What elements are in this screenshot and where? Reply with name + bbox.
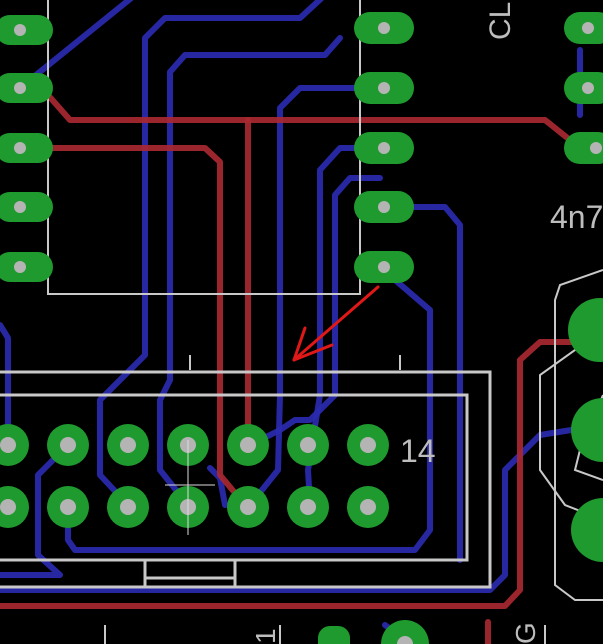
component-pad[interactable]	[564, 132, 603, 164]
header-outer-outline	[0, 370, 492, 589]
crosshair-cursor	[165, 440, 215, 535]
header-pads	[0, 424, 389, 528]
trace-bottom	[257, 175, 383, 443]
ic-pad-left[interactable]	[0, 133, 53, 163]
trace-bottom	[97, 0, 324, 508]
trace-top	[17, 85, 583, 151]
ic-pad-left[interactable]	[0, 15, 53, 45]
component-outline	[539, 329, 603, 521]
component-pad[interactable]	[564, 12, 603, 44]
component-ref-label-bottom: G	[510, 622, 541, 644]
component-outline	[554, 269, 603, 601]
header-pad[interactable]	[287, 424, 329, 466]
trace-bottom	[0, 322, 11, 448]
component-pad-large[interactable]	[571, 398, 603, 462]
component-value-label: 4n7	[550, 199, 603, 235]
header-inner-outline	[0, 393, 469, 562]
trace-bottom	[17, 0, 134, 91]
pin-one-label: 1	[250, 628, 281, 644]
ic-pad-left[interactable]	[0, 252, 53, 282]
component-ref-label: CL	[484, 2, 517, 40]
right-component-pads	[564, 12, 603, 562]
header-pad[interactable]	[47, 424, 89, 466]
trace-bottom	[247, 85, 383, 508]
header-pad[interactable]	[47, 486, 89, 528]
ic-pad-right[interactable]	[354, 251, 414, 283]
header-pad[interactable]	[0, 424, 29, 466]
header-pad[interactable]	[287, 486, 329, 528]
component-pad-large[interactable]	[568, 298, 603, 362]
trace-bottom	[0, 442, 71, 578]
bottom-pad[interactable]	[381, 620, 429, 644]
ic-pad-right[interactable]	[354, 72, 414, 104]
ic-pad-right[interactable]	[354, 191, 414, 223]
bottom-partial-pads	[318, 620, 429, 644]
header-pad[interactable]	[0, 486, 29, 528]
annotation-arrow	[292, 285, 380, 362]
trace-bottom	[0, 422, 603, 593]
ic-pads	[0, 12, 414, 283]
trace-top	[17, 145, 248, 508]
trace-top	[0, 339, 603, 609]
header-pad[interactable]	[107, 424, 149, 466]
header-pad[interactable]	[107, 486, 149, 528]
ic-pad-left[interactable]	[0, 73, 53, 103]
header-pad[interactable]	[227, 486, 269, 528]
trace-bottom	[157, 35, 343, 508]
trace-bottom	[305, 145, 383, 508]
component-pad[interactable]	[564, 72, 603, 104]
trace-bottom	[65, 264, 433, 553]
header-pad[interactable]	[227, 424, 269, 466]
bottom-pad[interactable]	[318, 626, 350, 644]
ic-pad-right[interactable]	[354, 12, 414, 44]
ic-pad-right[interactable]	[354, 132, 414, 164]
header-pad[interactable]	[347, 424, 389, 466]
header-pad[interactable]	[347, 486, 389, 528]
ic-pad-left[interactable]	[0, 192, 53, 222]
component-pad-large[interactable]	[571, 498, 603, 562]
header-pin-label: 14	[400, 433, 436, 469]
